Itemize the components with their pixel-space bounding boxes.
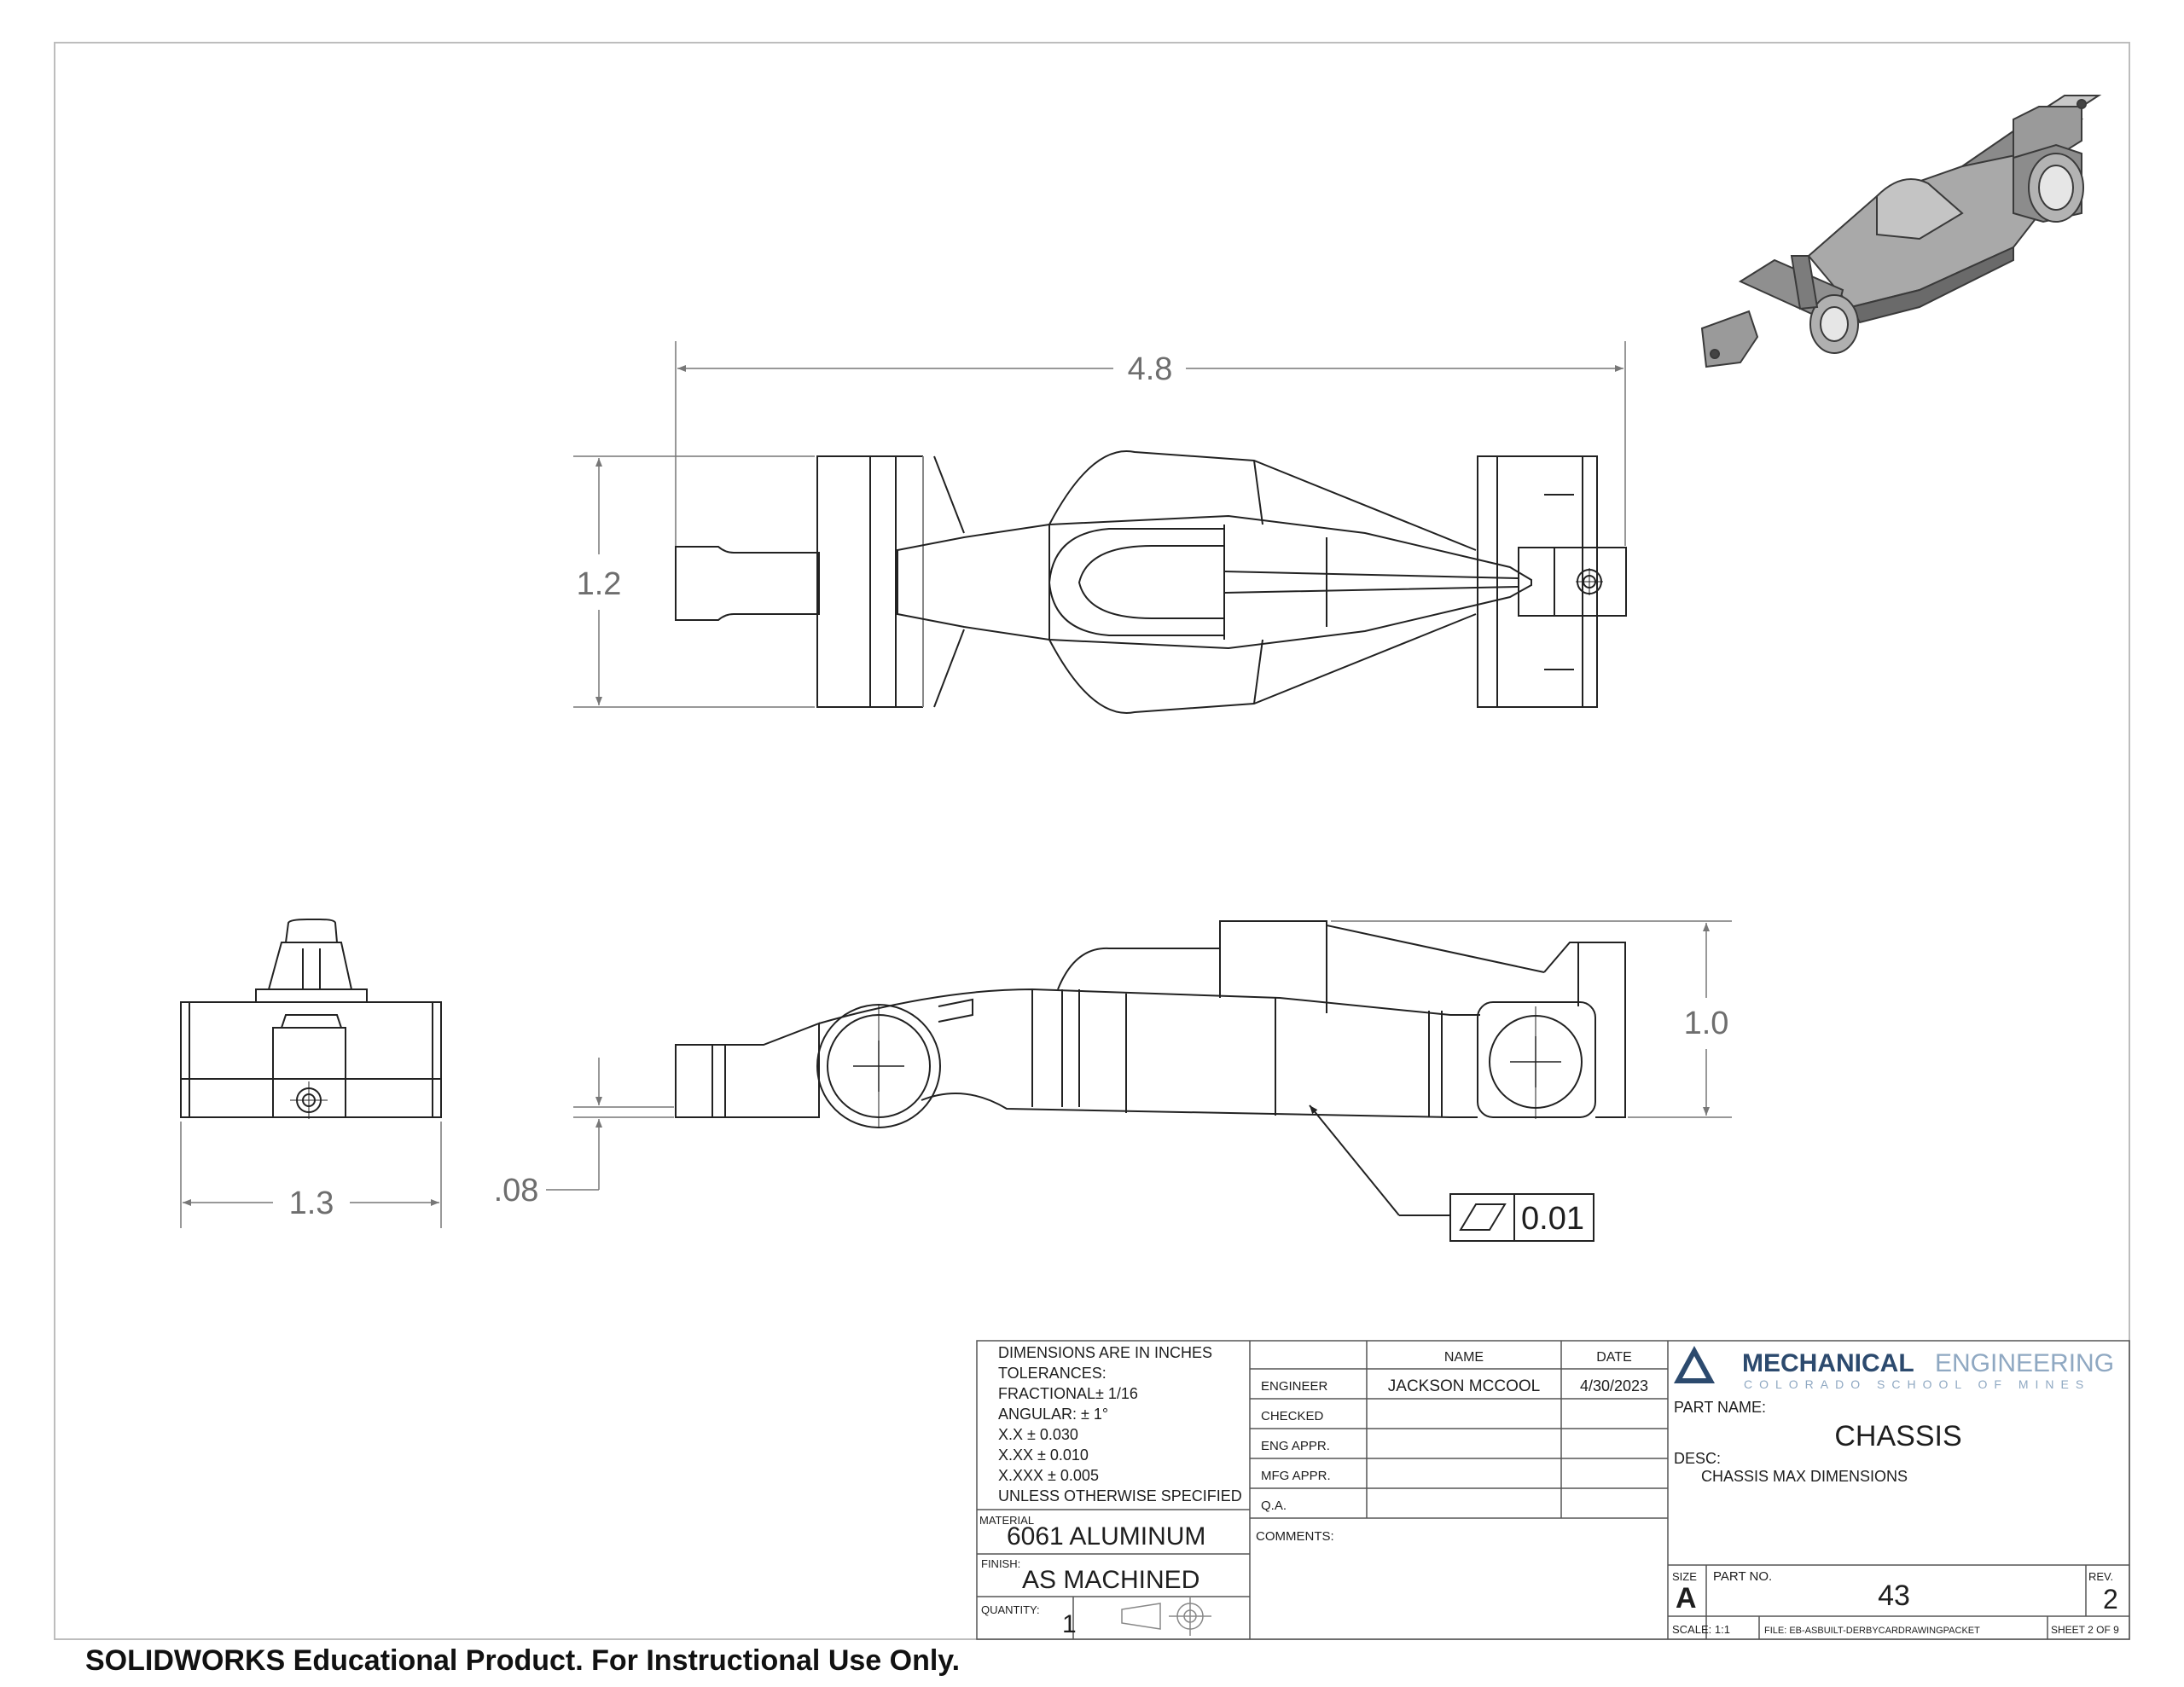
front-view	[180, 919, 442, 1119]
role-engineer: ENGINEER	[1261, 1379, 1328, 1394]
note-line-4: ANGULAR: ± 1°	[998, 1406, 1108, 1423]
third-angle-projection-icon	[1121, 1597, 1211, 1636]
note-line-8: UNLESS OTHERWISE SPECIFIED	[998, 1487, 1242, 1504]
material-label: MATERIAL	[979, 1514, 1034, 1527]
isometric-view	[1700, 95, 2102, 368]
note-line-1: DIMENSIONS ARE IN INCHES	[998, 1344, 1212, 1361]
role-checked: CHECKED	[1261, 1409, 1324, 1423]
top-view	[675, 450, 1627, 714]
approvals-header-name: NAME	[1444, 1350, 1484, 1365]
dim-width-front-view: 1.3	[289, 1186, 334, 1221]
role-qa: Q.A.	[1261, 1499, 1287, 1513]
part-name: CHASSIS	[1834, 1420, 1961, 1452]
tolerance-notes: DIMENSIONS ARE IN INCHES TOLERANCES: FRA…	[998, 1344, 1242, 1504]
part-no-label: PART NO.	[1713, 1569, 1772, 1584]
note-line-5: X.X ± 0.030	[998, 1426, 1078, 1443]
dim-width-top-view: 1.2	[577, 566, 622, 602]
dim-overall-length: 4.8	[1128, 351, 1173, 387]
educational-watermark: SOLIDWORKS Educational Product. For Inst…	[85, 1644, 961, 1677]
dim-height-side-view: 1.0	[1684, 1006, 1729, 1041]
scale-text: SCALE: 1:1	[1672, 1623, 1730, 1636]
approvals-header-date: DATE	[1596, 1350, 1631, 1365]
logo-engineering: ENGINEERING	[1935, 1349, 2114, 1377]
title-block	[976, 1340, 2130, 1640]
note-line-2: TOLERANCES:	[998, 1365, 1107, 1382]
engineer-date: 4/30/2023	[1580, 1377, 1648, 1394]
note-line-6: X.XX ± 0.010	[998, 1446, 1089, 1464]
rev-value: 2	[2103, 1584, 2118, 1615]
mines-logo-icon	[1674, 1346, 1715, 1383]
side-view-dimensions	[546, 920, 1732, 1191]
sheet-text: SHEET 2 OF 9	[2051, 1624, 2119, 1636]
role-eng-appr: ENG APPR.	[1261, 1439, 1330, 1453]
comments-label: COMMENTS:	[1256, 1529, 1334, 1544]
note-line-7: X.XXX ± 0.005	[998, 1467, 1099, 1484]
logo-subtitle: COLORADO SCHOOL OF MINES	[1744, 1377, 2090, 1391]
size-label: SIZE	[1672, 1570, 1697, 1583]
top-view-dimensions	[573, 341, 1626, 708]
size-value: A	[1676, 1582, 1697, 1615]
flatness-tolerance: 0.01	[1521, 1201, 1584, 1237]
side-view	[675, 920, 1626, 1128]
desc-label: DESC:	[1674, 1450, 1721, 1467]
finish-value: AS MACHINED	[1022, 1566, 1199, 1594]
part-name-label: PART NAME:	[1674, 1399, 1766, 1416]
part-no-value: 43	[1878, 1580, 1910, 1612]
quantity-value: 1	[1062, 1610, 1077, 1638]
flatness-callout	[1309, 1104, 1594, 1242]
note-line-3: FRACTIONAL± 1/16	[998, 1385, 1138, 1402]
engineer-name: JACKSON MCCOOL	[1388, 1377, 1540, 1395]
file-text: FILE: EB-ASBUILT-DERBYCARDRAWINGPACKET	[1764, 1626, 1980, 1636]
dim-ground-clearance: .08	[494, 1173, 539, 1209]
role-mfg-appr: MFG APPR.	[1261, 1469, 1331, 1483]
rev-label: REV.	[2088, 1570, 2113, 1583]
quantity-label: QUANTITY:	[981, 1603, 1040, 1616]
front-view-dimensions	[180, 1122, 442, 1228]
logo-mechanical: MECHANICAL	[1742, 1349, 1914, 1377]
material-value: 6061 ALUMINUM	[1007, 1522, 1205, 1551]
part-desc: CHASSIS MAX DIMENSIONS	[1701, 1468, 1908, 1485]
finish-label: FINISH:	[981, 1557, 1020, 1570]
